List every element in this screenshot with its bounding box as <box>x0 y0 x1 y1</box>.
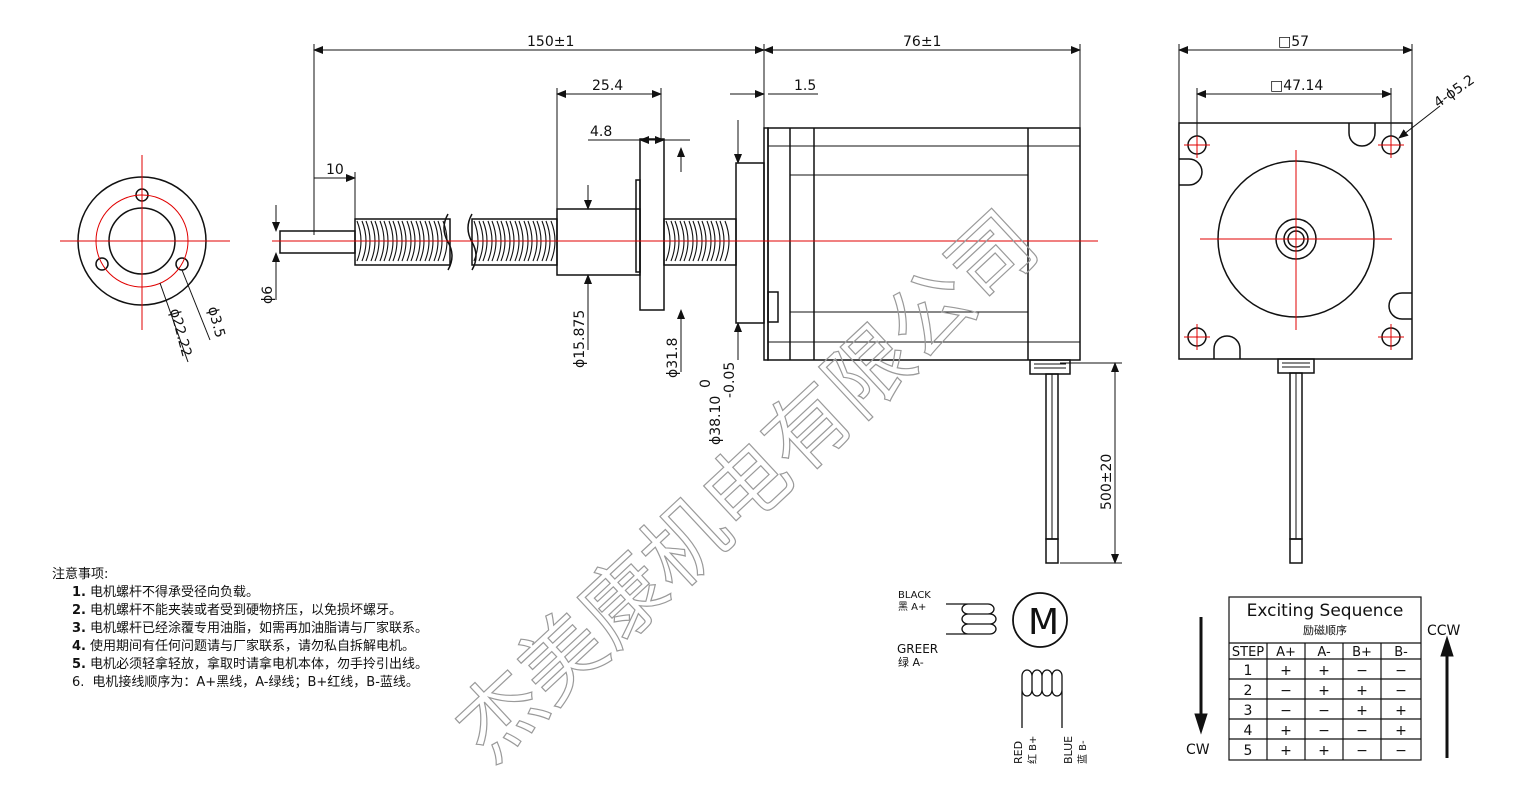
note-number: 2. <box>72 603 86 618</box>
sequence-step: 3 <box>1244 703 1253 719</box>
ccw-label: CCW <box>1427 623 1461 639</box>
pilot-dia-dim: ϕ38.10 <box>708 396 724 445</box>
cw-label: CW <box>1186 742 1210 758</box>
sequence-table <box>1228 596 1422 761</box>
mount-holes-dim: 4-ϕ5.2 <box>1431 72 1477 111</box>
pilot-tol-upper: 0 <box>698 379 714 388</box>
wiring-coils <box>946 592 1068 728</box>
note-item: 3.电机螺杆已经涂覆专用油脂，如需再加油脂请与厂家联系。 <box>52 620 428 638</box>
motor-symbol-circle <box>1012 592 1068 648</box>
sequence-cell: − <box>1280 683 1292 699</box>
sequence-cell: + <box>1356 703 1368 719</box>
sequence-step: 4 <box>1244 723 1253 739</box>
side-view <box>279 127 1081 564</box>
note-number: 3. <box>72 621 86 636</box>
sequence-cell: − <box>1395 743 1407 759</box>
note-text: 电机螺杆不得承受径向负载。 <box>89 585 259 600</box>
sequence-header: B- <box>1394 645 1408 660</box>
nut-hole-dim: ϕ3.5 <box>204 305 228 340</box>
wire-blue-cn: 蓝 B- <box>1077 740 1089 764</box>
sequence-cell: − <box>1318 703 1330 719</box>
sequence-step: 1 <box>1244 663 1253 679</box>
note-number: 6. <box>72 675 85 690</box>
notes-block: 注意事项: 1.电机螺杆不得承受径向负载。2.电机螺杆不能夹装或者受到硬物挤压，… <box>52 566 428 692</box>
sequence-cell: + <box>1280 663 1292 679</box>
shaft-end-length-dim: 10 <box>326 162 344 178</box>
lead-length-dim: 500±20 <box>1099 454 1115 510</box>
pilot-tol-lower: -0.05 <box>722 362 738 398</box>
rotation-arrows <box>1194 617 1454 758</box>
pilot-height-dim: 1.5 <box>794 78 816 94</box>
sequence-header: A- <box>1317 645 1331 660</box>
sequence-cell: − <box>1395 683 1407 699</box>
total-length-dim: 150±1 <box>527 34 574 50</box>
nut-dia-dim: ϕ15.875 <box>572 310 588 368</box>
sequence-title: Exciting Sequence <box>1247 601 1404 621</box>
note-number: 5. <box>72 657 86 672</box>
sequence-step: 5 <box>1244 743 1253 759</box>
sequence-cell: − <box>1356 743 1368 759</box>
notes-list: 1.电机螺杆不得承受径向负载。2.电机螺杆不能夹装或者受到硬物挤压，以免损坏螺牙… <box>52 584 428 692</box>
motor-length-dim: 76±1 <box>903 34 941 50</box>
sequence-header: STEP <box>1232 645 1264 660</box>
sequence-cell: − <box>1356 723 1368 739</box>
wire-black-label: BLACK <box>898 590 931 601</box>
wire-red-cn: 红 B+ <box>1026 736 1039 764</box>
sequence-cell: − <box>1356 663 1368 679</box>
sequence-cell: + <box>1280 743 1292 759</box>
note-item: 2.电机螺杆不能夹装或者受到硬物挤压，以免损坏螺牙。 <box>52 602 428 620</box>
note-text: 电机螺杆已经涂覆专用油脂，如需再加油脂请与厂家联系。 <box>89 621 428 636</box>
note-text: 电机接线顺序为：A+黑线，A-绿线；B+红线，B-蓝线。 <box>92 675 419 690</box>
sequence-cell: + <box>1395 723 1407 739</box>
front-view-centerlines <box>1184 132 1404 350</box>
sequence-cell: + <box>1318 683 1330 699</box>
flange-thickness-dim: 4.8 <box>590 124 612 140</box>
note-text: 电机必须轻拿轻放，拿取时请拿电机本体，勿手拎引出线。 <box>89 657 428 672</box>
sequence-cells: STEP A+ A- B+ B- 1 + + − − 2 − + + − 3 − − + +4 + − − +5 + + − − <box>1232 645 1408 759</box>
shaft-dia-dim: ϕ6 <box>260 286 276 304</box>
frame-size-dim: □57 <box>1278 34 1309 50</box>
note-item: 5.电机必须轻拿轻放，拿取时请拿电机本体，勿手拎引出线。 <box>52 656 428 674</box>
sequence-header: A+ <box>1276 645 1296 660</box>
note-text: 电机螺杆不能夹装或者受到硬物挤压，以免损坏螺牙。 <box>89 603 402 618</box>
nut-length-dim: 25.4 <box>592 78 623 94</box>
notes-title: 注意事项: <box>52 567 109 582</box>
wire-black-cn: 黑 A+ <box>898 601 926 613</box>
wire-green-label: GREER <box>897 642 938 656</box>
motor-symbol: M <box>1028 602 1059 643</box>
sequence-step: 2 <box>1244 683 1253 699</box>
sequence-cell: + <box>1280 723 1292 739</box>
sequence-cell: + <box>1318 743 1330 759</box>
wire-red-label: RED <box>1012 741 1025 764</box>
note-number: 1. <box>72 585 86 600</box>
note-item: 6. 电机接线顺序为：A+黑线，A-绿线；B+红线，B-蓝线。 <box>52 674 428 692</box>
sequence-cell: − <box>1395 663 1407 679</box>
sequence-subtitle: 励磁顺序 <box>1303 623 1347 637</box>
watermark: 杰美康机电有限公司 <box>437 192 1057 779</box>
sequence-cell: + <box>1318 663 1330 679</box>
sequence-cell: − <box>1318 723 1330 739</box>
sequence-cell: + <box>1356 683 1368 699</box>
note-number: 4. <box>72 639 86 654</box>
side-dimension-lines <box>272 44 1122 564</box>
sequence-cell: − <box>1280 703 1292 719</box>
sequence-header: B+ <box>1352 645 1372 660</box>
flange-dia-dim: ϕ31.8 <box>665 338 681 378</box>
nut-end-view <box>60 155 230 363</box>
note-text: 使用期间有任何问题请与厂家联系，请勿私自拆解电机。 <box>89 639 415 654</box>
note-item: 1.电机螺杆不得承受径向负载。 <box>52 584 428 602</box>
wire-green-cn: 绿 A- <box>898 655 924 669</box>
note-item: 4.使用期间有任何问题请与厂家联系，请勿私自拆解电机。 <box>52 638 428 656</box>
wire-blue-label: BLUE <box>1062 736 1075 764</box>
hole-spacing-dim: □47.14 <box>1270 78 1323 94</box>
sequence-cell: + <box>1395 703 1407 719</box>
nut-pcd-dim: ϕ22.22 <box>166 307 194 359</box>
front-dimension-lines <box>1178 44 1441 139</box>
